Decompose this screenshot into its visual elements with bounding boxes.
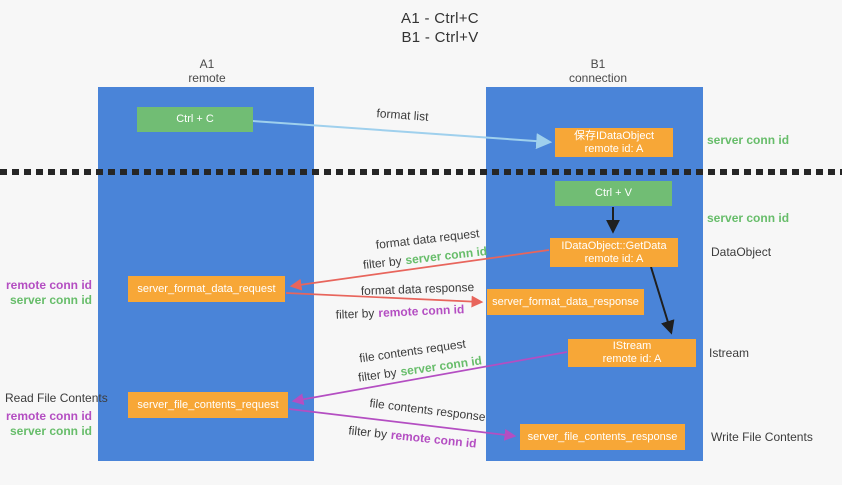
node-ctrl-v: Ctrl + V [555, 181, 672, 206]
node-server-file-contents-request: server_file_contents_request [128, 392, 288, 418]
left-conn-ids-bottom: remote conn id server conn id [0, 409, 92, 439]
term-remote-conn-id: remote conn id [390, 427, 478, 451]
label-server-conn-id-top-right: server conn id [707, 133, 790, 147]
node-server-file-contents-response-label: server_file_contents_response [527, 430, 678, 443]
title-line-2: B1 - Ctrl+V [401, 29, 479, 46]
label-remote-conn-id-left-2: remote conn id [5, 409, 92, 423]
node-server-format-data-response-label: server_format_data_response [492, 295, 639, 308]
node-server-file-contents-request-label: server_file_contents_request [137, 398, 279, 411]
node-istream-line1: IStream [612, 340, 652, 352]
label-format-data-response: format data response [360, 280, 475, 298]
term-server-conn-id: server conn id [404, 243, 488, 268]
column-b1-subtitle: connection [568, 71, 628, 85]
node-save-idataobject-line2: remote id: A [584, 142, 644, 155]
node-save-idataobject: 保存IDataObject remote id: A [555, 128, 673, 157]
term-remote-conn-id: remote conn id [378, 302, 465, 320]
node-server-format-data-request: server_format_data_request [128, 276, 285, 302]
column-header-b1: B1 connection [528, 57, 668, 85]
label-read-file-contents: Read File Contents [5, 391, 108, 405]
label-remote-conn-id-left-1: remote conn id [5, 278, 92, 292]
label-istream: Istream [709, 346, 750, 360]
node-istream: IStream remote id: A [568, 339, 696, 367]
node-ctrl-c-label: Ctrl + C [176, 113, 214, 125]
node-idataobject-getdata-line1: IDataObject::GetData [561, 239, 667, 252]
column-header-a1: A1 remote [137, 57, 277, 85]
label-format-list: format list [376, 106, 429, 124]
column-b1-name: B1 [590, 57, 606, 71]
column-a1-subtitle: remote [188, 71, 226, 85]
label-server-conn-id-left-2: server conn id [9, 424, 92, 438]
node-idataobject-getdata: IDataObject::GetData remote id: A [550, 238, 678, 267]
node-server-format-data-response: server_format_data_response [487, 289, 644, 315]
node-ctrl-c: Ctrl + C [137, 107, 253, 132]
label-dataobject: DataObject [711, 245, 772, 259]
node-istream-line2: remote id: A [602, 353, 662, 365]
node-save-idataobject-line1: 保存IDataObject [573, 129, 655, 142]
label-server-conn-id-mid-right: server conn id [707, 211, 790, 225]
node-ctrl-v-label: Ctrl + V [595, 187, 632, 199]
label-write-file-contents: Write File Contents [711, 430, 813, 444]
left-conn-ids-top: remote conn id server conn id [0, 278, 92, 308]
dotted-divider [0, 169, 842, 175]
node-server-format-data-request-label: server_format_data_request [137, 282, 276, 295]
diagram-title: A1 - Ctrl+C B1 - Ctrl+V [330, 9, 550, 47]
node-server-file-contents-response: server_file_contents_response [520, 424, 685, 450]
node-idataobject-getdata-line2: remote id: A [584, 252, 644, 265]
label-file-contents-response: file contents response [368, 395, 487, 425]
label-server-conn-id-left-1: server conn id [9, 293, 92, 307]
column-a1-name: A1 [199, 57, 215, 71]
title-line-1: A1 - Ctrl+C [401, 10, 479, 27]
